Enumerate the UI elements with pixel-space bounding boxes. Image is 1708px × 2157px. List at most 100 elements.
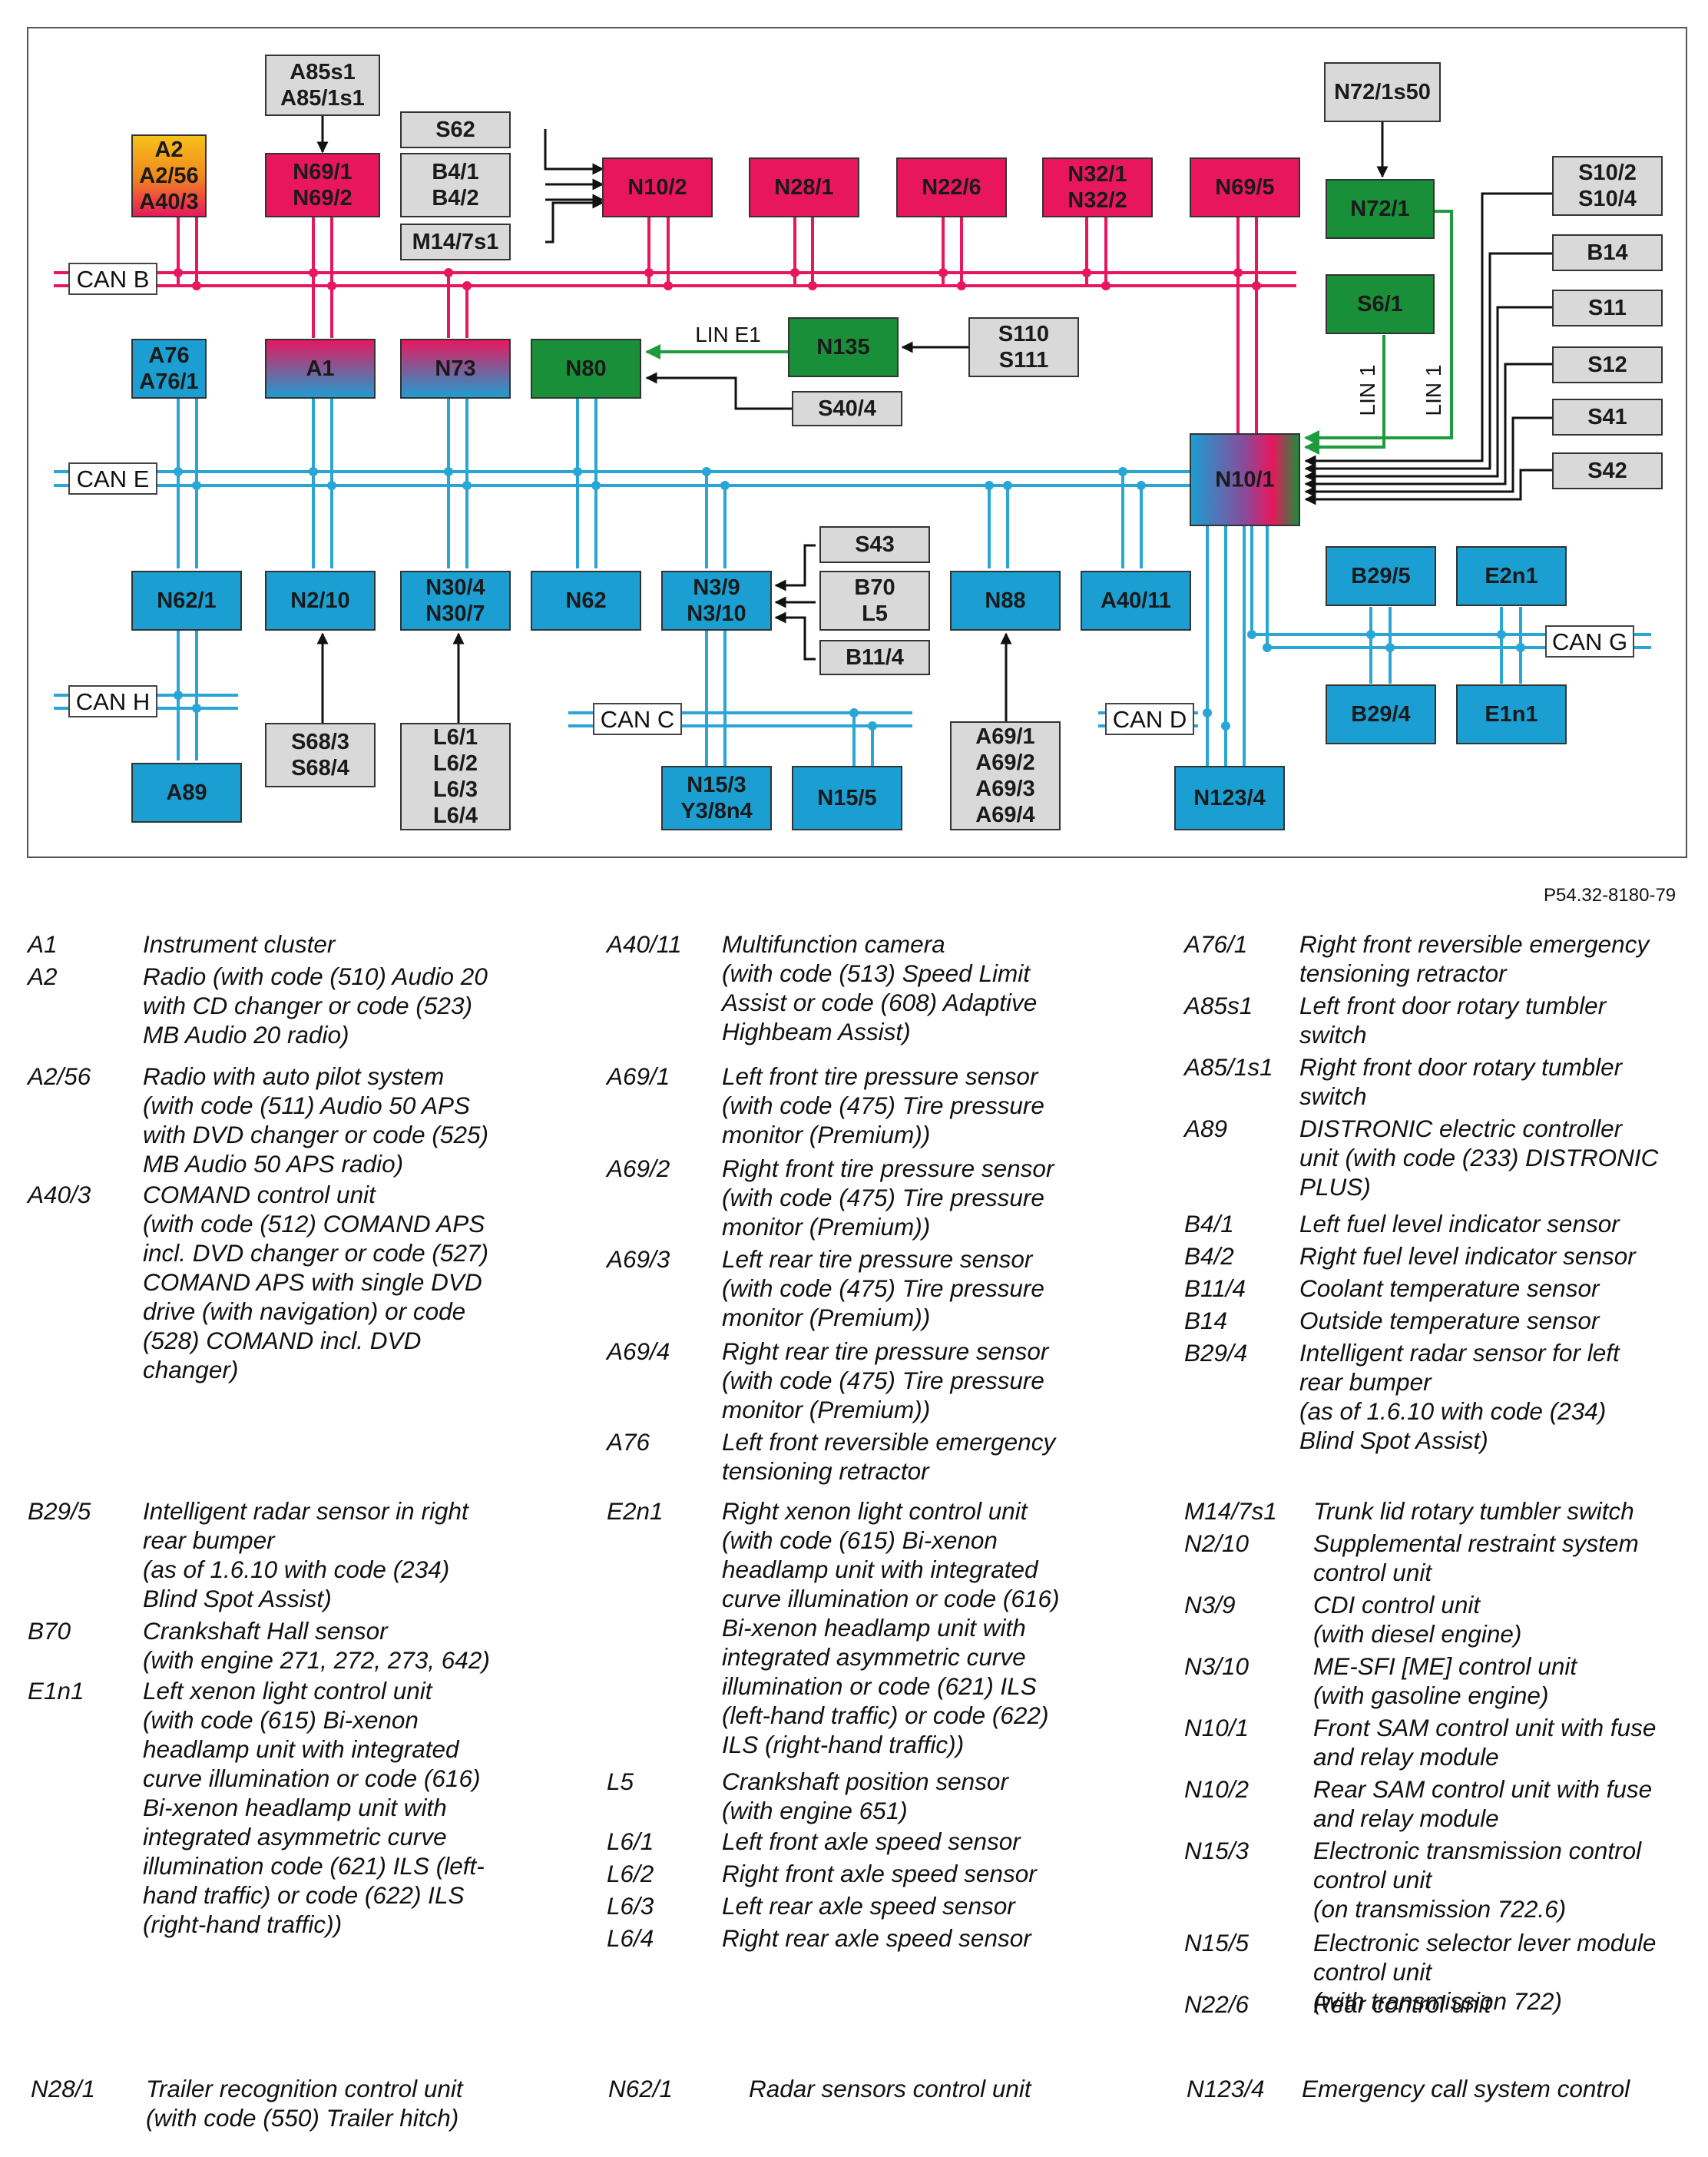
module-label: L6/3: [433, 777, 478, 802]
module-label: B29/5: [1351, 564, 1410, 588]
legend-code: N22/6: [1184, 1990, 1250, 2018]
module-n2-10: N2/10: [265, 571, 376, 631]
module-s12: S12: [1552, 346, 1663, 383]
module-label: N15/3: [687, 773, 746, 797]
module-n72s50: N72/1s50: [1324, 62, 1441, 122]
module-label: B29/4: [1351, 702, 1410, 727]
module-label: A69/3: [975, 777, 1034, 801]
module-label: S43: [855, 532, 895, 557]
module-label: N28/1: [774, 175, 833, 200]
module-e2n1: E2n1: [1456, 546, 1567, 606]
legend-code: A40/11: [607, 930, 682, 958]
module-label: B70: [854, 575, 895, 600]
legend-code: N10/2: [1184, 1775, 1250, 1803]
module-label: N32/1: [1068, 162, 1127, 187]
legend-description: Right front door rotary tumbler switch: [1299, 1053, 1623, 1110]
module-label: N2/10: [290, 588, 349, 613]
module-label: N73: [435, 356, 475, 381]
bus-label-can-b: CAN B: [77, 266, 150, 293]
module-label: A89: [166, 780, 207, 805]
module-label: N62: [565, 588, 606, 613]
module-label: S111: [999, 348, 1049, 373]
module-b4: B4/1B4/2: [400, 153, 511, 217]
legend-code: A40/3: [28, 1181, 91, 1208]
lin-label-1b: LIN 1: [1422, 365, 1445, 416]
module-label: N135: [816, 335, 869, 360]
module-label: N10/2: [627, 175, 687, 200]
module-label: B14: [1587, 240, 1627, 265]
legend-description: Right front axle speed sensor: [722, 1860, 1037, 1887]
module-label: N3/9: [693, 575, 740, 600]
module-s40-4: S40/4: [792, 391, 902, 426]
bus-label-can-d: CAN D: [1113, 706, 1187, 733]
bus-label-can-e: CAN E: [77, 466, 150, 492]
module-label: N69/2: [293, 186, 352, 210]
legend-description: Right rear axle speed sensor: [722, 1924, 1031, 1952]
legend-description: Right rear tire pressure sensor (with co…: [722, 1337, 1049, 1423]
legend-code: N10/1: [1184, 1714, 1250, 1741]
module-n22-6: N22/6: [896, 157, 1007, 217]
legend-description: Radio with auto pilot system (with code …: [143, 1062, 488, 1178]
module-n88: N88: [950, 571, 1061, 631]
legend-code: L6/3: [607, 1892, 654, 1920]
module-label: N72/1s50: [1334, 80, 1431, 104]
bus-label-can-g: CAN G: [1552, 628, 1627, 655]
legend-code: B70: [28, 1617, 71, 1645]
legend-description: Crankshaft position sensor (with engine …: [722, 1768, 1008, 1824]
legend-description: Radar sensors control unit: [749, 2075, 1031, 2102]
module-n10-2: N10/2: [602, 157, 713, 217]
module-label: A69/1: [975, 724, 1034, 749]
legend-description: Left front tire pressure sensor (with co…: [722, 1062, 1044, 1148]
module-label: S68/4: [291, 756, 349, 780]
legend-code: B11/4: [1184, 1274, 1246, 1302]
legend-code: A76: [607, 1428, 650, 1456]
legend-description: Emergency call system control: [1302, 2075, 1630, 2102]
legend-description: Left xenon light control unit (with code…: [143, 1677, 485, 1938]
legend-description: COMAND control unit (with code (512) COM…: [143, 1181, 488, 1383]
module-label: A76: [148, 343, 189, 368]
module-label: M14/7s1: [412, 230, 499, 254]
module-a1: A1: [265, 339, 376, 399]
module-label: S6/1: [1357, 292, 1403, 316]
module-label: N69/5: [1215, 175, 1274, 200]
legend-code: N28/1: [31, 2075, 96, 2102]
module-label: S62: [435, 118, 475, 142]
module-n72-1: N72/1: [1326, 179, 1435, 239]
legend-code: A85/1s1: [1184, 1053, 1273, 1081]
module-label: A69/2: [975, 750, 1034, 775]
legend-description: Trailer recognition control unit (with c…: [146, 2075, 463, 2132]
legend-description: Left fuel level indicator sensor: [1299, 1210, 1620, 1238]
legend-code: A69/2: [607, 1155, 670, 1182]
legend-description: ME-SFI [ME] control unit (with gasoline …: [1313, 1652, 1577, 1709]
module-label: L6/1: [433, 725, 478, 750]
legend-description: Front SAM control unit with fuse and rel…: [1313, 1714, 1657, 1771]
legend-description: Left front reversible emergency tensioni…: [722, 1428, 1056, 1485]
module-s62: S62: [400, 111, 511, 148]
legend-description: Rear SAM control unit with fuse and rela…: [1313, 1775, 1653, 1832]
lin-label-1a: LIN 1: [1355, 365, 1379, 416]
figure-code: P54.32-8180-79: [1544, 885, 1677, 906]
module-s42: S42: [1552, 452, 1663, 489]
module-label: N10/1: [1215, 468, 1274, 492]
module-n73: N73: [400, 339, 511, 399]
legend-description: Left front axle speed sensor: [722, 1827, 1021, 1855]
module-b14: B14: [1552, 234, 1663, 271]
legend-description: Radio (with code (510) Audio 20 with CD …: [143, 963, 488, 1049]
legend-description: Intelligent radar sensor in right rear b…: [143, 1497, 468, 1612]
module-l6: L6/1L6/2L6/3L6/4: [400, 723, 511, 830]
legend-code: A76/1: [1184, 930, 1248, 958]
module-label: E1n1: [1485, 702, 1538, 727]
legend-code: E2n1: [607, 1497, 664, 1525]
bus-label-can-c: CAN C: [601, 706, 674, 733]
module-label: N30/4: [425, 575, 485, 600]
module-label: A69/4: [975, 803, 1034, 827]
module-label: S110: [998, 322, 1049, 346]
module-label: A2: [154, 138, 183, 162]
module-s41: S41: [1552, 399, 1663, 436]
module-n10-1: N10/1: [1190, 433, 1300, 526]
module-label: N69/1: [293, 160, 352, 184]
legend-description: Coolant temperature sensor: [1299, 1274, 1600, 1302]
